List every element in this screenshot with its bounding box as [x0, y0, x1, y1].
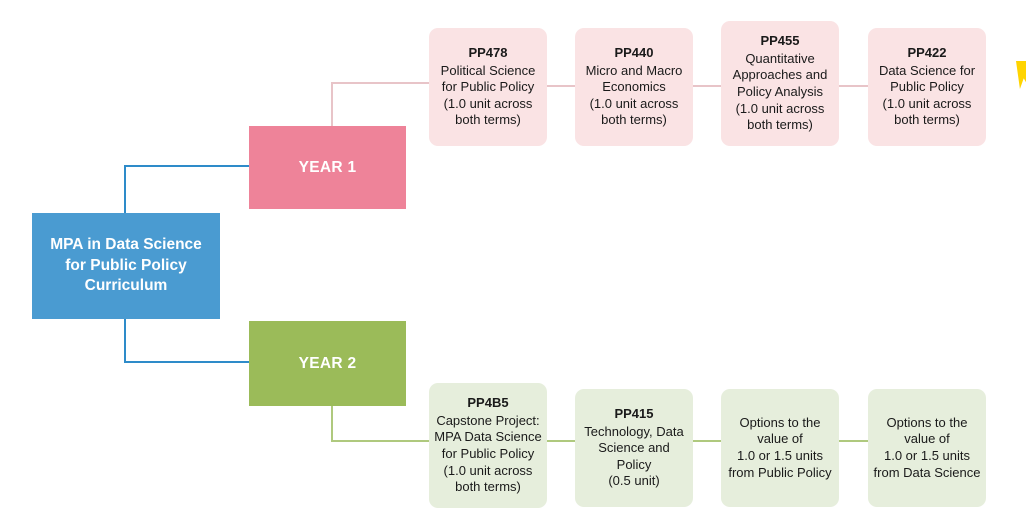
- yellow-accent-icon: [1016, 61, 1026, 89]
- connector-pp478-pp440: [547, 85, 576, 87]
- connector-pp4b5-pp415: [547, 440, 576, 442]
- course-card-pp4b5-description: Capstone Project: MPA Data Science for P…: [434, 412, 542, 495]
- connector-year2-branch: [331, 440, 431, 442]
- connector-year1-stem: [331, 82, 333, 127]
- course-card-pp455-code: PP455: [760, 33, 800, 49]
- course-card-options-public-policy[interactable]: Options to the value of 1.0 or 1.5 units…: [721, 389, 839, 507]
- year-node-year-2-label: YEAR 2: [298, 354, 357, 372]
- course-card-pp440-code: PP440: [614, 44, 654, 60]
- connector-options1-options2: [838, 440, 869, 442]
- course-card-pp478[interactable]: PP478 Political Science for Public Polic…: [429, 28, 547, 146]
- year-node-year-1-label: YEAR 1: [298, 158, 357, 176]
- root-node-label: MPA in Data Science for Public Policy Cu…: [50, 236, 202, 295]
- course-card-options-data-science[interactable]: Options to the value of 1.0 or 1.5 units…: [868, 389, 986, 507]
- course-card-pp422[interactable]: PP422 Data Science for Public Policy (1.…: [868, 28, 986, 146]
- course-card-pp478-description: Political Science for Public Policy (1.0…: [440, 62, 536, 128]
- connector-year1-branch: [331, 82, 431, 84]
- course-card-pp440[interactable]: PP440 Micro and Macro Economics (1.0 uni…: [575, 28, 693, 146]
- course-card-pp415-description: Technology, Data Science and Policy (0.5…: [584, 423, 684, 489]
- course-card-pp422-description: Data Science for Public Policy (1.0 unit…: [878, 62, 976, 128]
- root-node-curriculum[interactable]: MPA in Data Science for Public Policy Cu…: [32, 213, 220, 319]
- year-node-year-2[interactable]: YEAR 2: [249, 321, 406, 406]
- course-card-pp455[interactable]: PP455 Quantitative Approaches and Policy…: [721, 21, 839, 146]
- course-card-pp415[interactable]: PP415 Technology, Data Science and Polic…: [575, 389, 693, 507]
- course-card-pp440-description: Micro and Macro Economics (1.0 unit acro…: [585, 62, 683, 128]
- connector-root-to-year2: [124, 361, 250, 363]
- year-node-year-1[interactable]: YEAR 1: [249, 126, 406, 209]
- connector-year2-stem: [331, 406, 333, 442]
- course-card-pp4b5[interactable]: PP4B5 Capstone Project: MPA Data Science…: [429, 383, 547, 508]
- course-card-pp4b5-code: PP4B5: [467, 395, 509, 411]
- connector-root-to-year1: [124, 165, 250, 167]
- course-card-pp478-code: PP478: [468, 44, 508, 60]
- course-card-pp422-code: PP422: [907, 44, 947, 60]
- course-card-pp455-description: Quantitative Approaches and Policy Analy…: [732, 50, 828, 133]
- connector-pp440-pp455: [693, 85, 722, 87]
- connector-pp455-pp422: [838, 85, 869, 87]
- course-card-pp415-code: PP415: [614, 405, 654, 421]
- course-card-options-data-science-description: Options to the value of 1.0 or 1.5 units…: [873, 414, 981, 480]
- course-card-options-public-policy-description: Options to the value of 1.0 or 1.5 units…: [728, 414, 832, 480]
- connector-pp415-options1: [693, 440, 722, 442]
